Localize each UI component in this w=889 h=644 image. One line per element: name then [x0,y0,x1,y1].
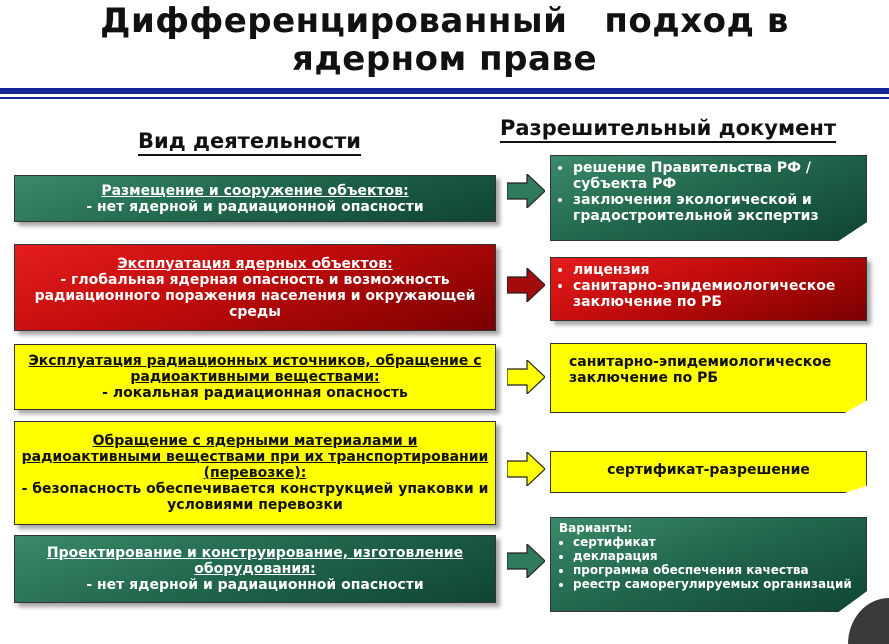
document-box-transportation: сертификат-разрешение [550,451,867,493]
arrow-right-icon [507,452,545,486]
document-column-header: Разрешительный документ [500,115,837,143]
activity-detail: - глобальная ядерная опасность и возможн… [34,271,476,320]
slide-corner-decoration [848,598,889,644]
document-list: сертификат декларация программа обеспече… [559,535,858,591]
page-title-line-1: Дифференцированный подход в [100,1,789,41]
document-options-title: Варианты: [559,521,633,535]
document-item: заключения экологической и градостроител… [573,192,858,224]
title-divider-thin [0,97,889,99]
document-text: санитарно-эпидемиологическое заключение … [569,354,832,386]
document-item: решение Правительства РФ /субъекта РФ [573,160,858,192]
document-item: лицензия [573,262,858,278]
activity-column-header: Вид деятельности [138,128,362,156]
title-divider [0,88,889,94]
activity-heading: Обращение с ядерными материалами и радио… [21,433,489,481]
arrow-right-icon [507,360,545,394]
activity-detail: - нет ядерной и радиационной опасности [86,577,424,593]
activity-heading: Эксплуатация ядерных объектов: [117,255,393,272]
activity-heading: Эксплуатация радиационных источников, об… [28,353,482,385]
activity-heading: Размещение и сооружение объектов: [101,182,409,199]
activity-detail: - локальная радиационная опасность [102,385,408,401]
arrow-right-icon [507,544,545,578]
activity-box-design-manufacture: Проектирование и конструирование, изгото… [14,535,496,603]
document-box-radiation-sources: санитарно-эпидемиологическое заключение … [550,343,867,413]
activity-box-radiation-sources: Эксплуатация радиационных источников, об… [14,344,496,410]
document-item: декларация [573,549,858,563]
page-title: Дифференцированный подход в ядерном прав… [0,2,889,78]
document-box-design-manufacture: Варианты: сертификат декларация программ… [550,517,867,612]
document-list: лицензия санитарно-эпидемиологическое за… [559,262,858,310]
activity-detail: - нет ядерной и радиационной опасности [86,198,424,215]
activity-box-placement: Размещение и сооружение объектов: - нет … [14,175,496,222]
document-box-nuclear-operation: лицензия санитарно-эпидемиологическое за… [550,257,867,321]
document-box-placement: решение Правительства РФ /субъекта РФ за… [550,155,867,241]
document-list: решение Правительства РФ /субъекта РФ за… [559,160,858,224]
activity-box-transportation: Обращение с ядерными материалами и радио… [14,421,496,525]
document-item: сертификат [573,535,858,549]
page-title-line-2: ядерном праве [291,39,597,79]
document-text: сертификат-разрешение [607,462,810,478]
activity-heading: Проектирование и конструирование, изгото… [46,545,464,577]
document-item: реестр саморегулируемых организаций [573,577,858,591]
activity-box-nuclear-operation: Эксплуатация ядерных объектов: - глобаль… [14,244,496,331]
document-item: санитарно-эпидемиологическое заключение … [573,278,858,310]
arrow-right-icon [507,268,545,302]
arrow-right-icon [507,174,545,208]
document-item: программа обеспечения качества [573,563,858,577]
activity-detail: - безопасность обеспечивается конструкци… [21,481,489,513]
